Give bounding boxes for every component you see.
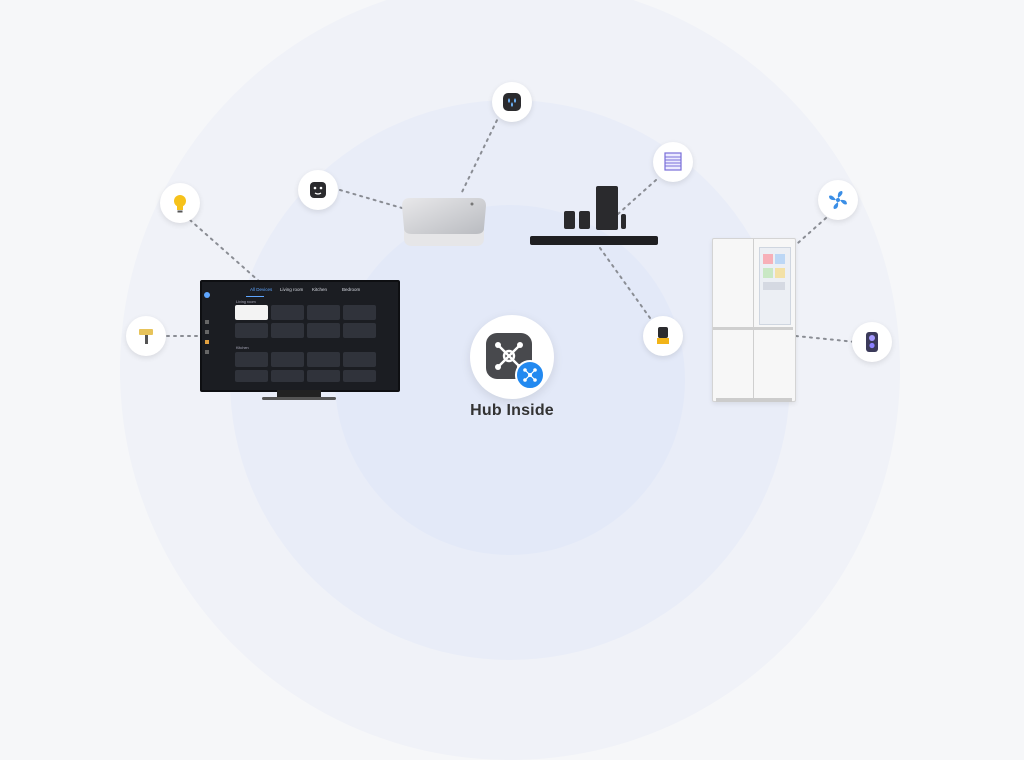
tv-tile[interactable] bbox=[235, 305, 268, 320]
tv-tile[interactable] bbox=[235, 323, 268, 338]
tv-tile[interactable] bbox=[307, 352, 340, 367]
tv-tile[interactable] bbox=[271, 370, 304, 382]
fridge-screen[interactable] bbox=[759, 247, 791, 325]
tv-tile[interactable] bbox=[271, 323, 304, 338]
tv-tab-bedroom[interactable]: Bedroom bbox=[342, 287, 361, 292]
door-lock-icon[interactable] bbox=[643, 316, 683, 356]
tv-stand bbox=[277, 390, 321, 398]
fan-icon[interactable] bbox=[818, 180, 858, 220]
tv-tile[interactable] bbox=[271, 352, 304, 367]
tv-tile[interactable] bbox=[307, 323, 340, 338]
doorbell-icon[interactable] bbox=[852, 322, 892, 362]
tv-side-nav bbox=[204, 292, 212, 382]
rear-speaker-right bbox=[579, 211, 590, 229]
small-speaker bbox=[621, 214, 626, 229]
smartthings-badge-icon bbox=[515, 360, 545, 390]
bulb-icon[interactable] bbox=[160, 183, 200, 223]
tv-tile[interactable] bbox=[343, 352, 376, 367]
soundbar bbox=[530, 236, 658, 245]
rear-speaker-left bbox=[564, 211, 575, 229]
tv-tab-underline bbox=[246, 296, 264, 297]
tv-tile[interactable] bbox=[343, 305, 376, 320]
subwoofer bbox=[596, 186, 618, 230]
tv-tile[interactable] bbox=[235, 352, 268, 367]
tv-tile[interactable] bbox=[307, 305, 340, 320]
tv-tab-living-room[interactable]: Living room bbox=[280, 287, 304, 292]
tv-screen: All Devices Living room Kitchen Bedroom … bbox=[200, 280, 400, 392]
hub-inside-logo bbox=[470, 315, 554, 399]
water-leak-sensor-icon[interactable] bbox=[492, 82, 532, 122]
smartthings-hub-device bbox=[402, 198, 486, 246]
robot-lawn-icon[interactable] bbox=[126, 316, 166, 356]
smart-plug-icon[interactable] bbox=[298, 170, 338, 210]
tv-tile[interactable] bbox=[343, 323, 376, 338]
tv-tab-all-devices[interactable]: All Devices bbox=[250, 287, 273, 292]
tv-tile[interactable] bbox=[343, 370, 376, 382]
bulb-glyph bbox=[174, 195, 186, 213]
tv-stand-base bbox=[262, 397, 336, 400]
tv-tile[interactable] bbox=[271, 305, 304, 320]
tv-tile[interactable] bbox=[307, 370, 340, 382]
hub-inside-label: Hub Inside bbox=[470, 402, 554, 419]
tv-section-kitchen: Kitchen bbox=[236, 346, 249, 350]
fridge-base bbox=[716, 398, 792, 402]
tv-section-living-room: Living room bbox=[236, 300, 256, 304]
connection-lines bbox=[159, 113, 857, 343]
tv-tile[interactable] bbox=[235, 370, 268, 382]
blinds-icon[interactable] bbox=[653, 142, 693, 182]
tv-tab-kitchen[interactable]: Kitchen bbox=[312, 287, 328, 292]
refrigerator bbox=[712, 238, 796, 402]
